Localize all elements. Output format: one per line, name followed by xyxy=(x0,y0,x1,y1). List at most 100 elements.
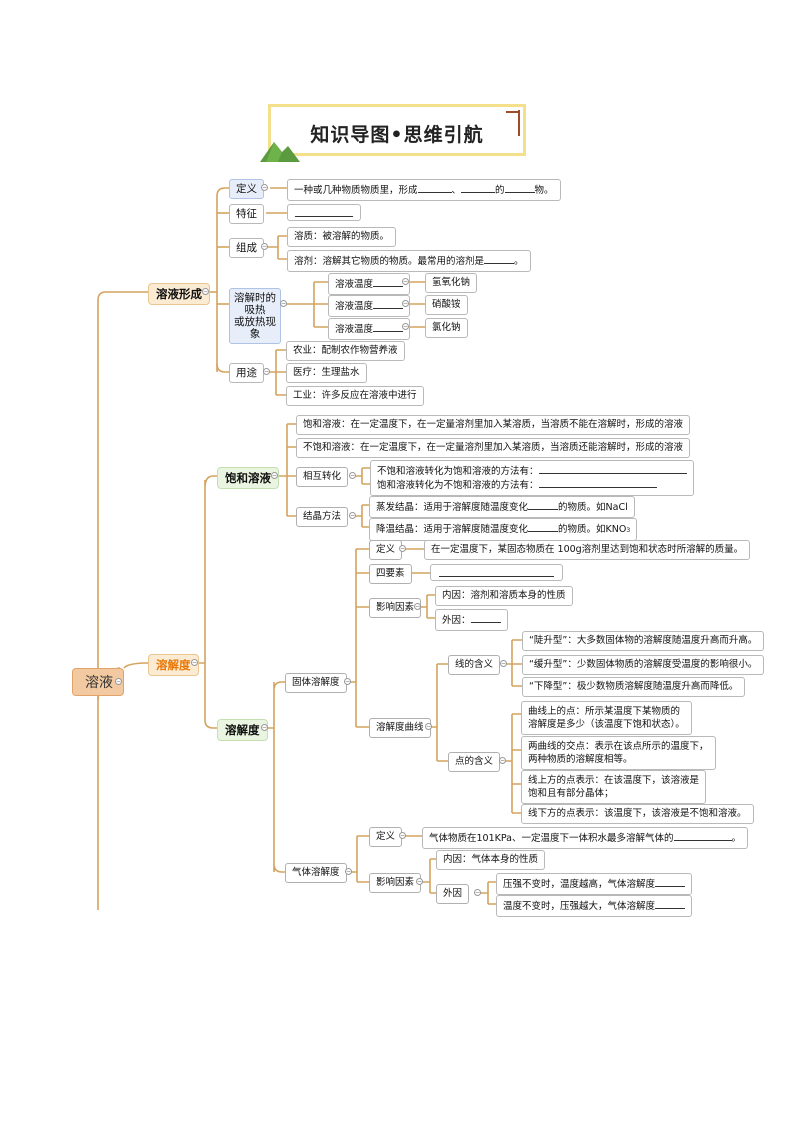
line-meaning-node[interactable]: 线的含义 xyxy=(448,655,501,675)
branch-solution-formation[interactable]: 溶液形成 xyxy=(148,283,210,305)
text: 溶剂：溶解其它物质的物质。最常用的溶剂是 xyxy=(294,256,485,267)
point-above-line: 线上方的点表示：在该温度下，该溶液是饱和且有部分晶体； xyxy=(521,770,707,804)
collapse-toggle[interactable]: − xyxy=(115,678,122,685)
solid-internal-factor: 内因：溶剂和溶质本身的性质 xyxy=(435,586,573,606)
text: 外因： xyxy=(442,615,471,626)
collapse-toggle[interactable]: − xyxy=(414,603,421,610)
node-label: 定义 xyxy=(376,544,396,555)
page-title: 知识导图•思维引航 xyxy=(310,124,484,146)
collapse-toggle[interactable]: − xyxy=(280,300,287,307)
gas-internal-factor: 内因：气体本身的性质 xyxy=(436,850,546,870)
node-label: 用途 xyxy=(236,367,257,379)
collapse-toggle[interactable]: − xyxy=(500,660,507,667)
composition-node[interactable]: 组成 xyxy=(229,238,264,258)
collapse-toggle[interactable]: − xyxy=(402,323,409,330)
four-elements-blank[interactable] xyxy=(430,564,563,581)
gas-solubility-node[interactable]: 气体溶解度 xyxy=(285,863,347,883)
four-elements-node[interactable]: 四要素 xyxy=(369,564,412,584)
branch-solubility-main[interactable]: 溶解度 xyxy=(148,654,199,676)
solid-def-node[interactable]: 定义 xyxy=(369,540,403,560)
solubility-curve-node[interactable]: 溶解度曲线 xyxy=(369,718,431,738)
node-label: 外因 xyxy=(443,888,463,899)
usage-industry: 工业：许多反应在溶液中进行 xyxy=(286,386,424,406)
node-label: 四要素 xyxy=(376,568,405,579)
evaporation-crystallization: 蒸发结晶：适用于溶解度随温度变化的物质。如NaCl xyxy=(369,496,635,518)
solvent-text: 溶剂：溶解其它物质的物质。最常用的溶剂是 。 xyxy=(287,250,531,272)
collapse-toggle[interactable]: − xyxy=(402,300,409,307)
heat-phenomenon-node[interactable]: 溶解时的吸热或放热现象 xyxy=(229,288,281,344)
collapse-toggle[interactable]: − xyxy=(271,472,278,479)
feature-node[interactable]: 特征 xyxy=(229,204,264,224)
temp-row-2: 溶液温度 xyxy=(328,295,411,317)
definition-node[interactable]: 定义 xyxy=(229,179,264,199)
text: 。 xyxy=(731,833,742,844)
text: 饱和溶液转化为不饱和溶液的方法有： xyxy=(377,480,539,491)
collapse-toggle[interactable]: − xyxy=(474,889,481,896)
branch-label: 饱和溶液 xyxy=(225,471,271,485)
cooling-crystallization: 降温结晶：适用于溶解度随温度变化的物质。如KNO3 xyxy=(369,518,638,541)
point-on-curve: 曲线上的点：所示某温度下某物质的溶解度是多少（该温度下饱和状态）。 xyxy=(521,701,692,735)
branch-label: 溶解度 xyxy=(225,723,260,737)
gas-factor-node[interactable]: 影响因素 xyxy=(369,873,422,893)
collapse-toggle[interactable]: − xyxy=(416,878,423,885)
temp-row-1: 溶液温度 xyxy=(328,273,411,295)
temp-row-3: 溶液温度 xyxy=(328,318,411,340)
text: 曲线上的点：所示某温度下某物质的 xyxy=(528,706,681,717)
collapse-toggle[interactable]: − xyxy=(399,545,406,552)
text: 气体物质在101KPa、一定温度下一体积水最多溶解气体的 xyxy=(429,833,674,844)
gas-temp-effect: 压强不变时，温度越高，气体溶解度 xyxy=(496,873,693,895)
collapse-toggle[interactable]: − xyxy=(499,757,506,764)
node-label: 点的含义 xyxy=(455,756,494,767)
collapse-toggle[interactable]: − xyxy=(261,243,268,250)
conversion-node[interactable]: 相互转化 xyxy=(296,467,349,487)
solute-text: 溶质：被溶解的物质。 xyxy=(287,227,397,247)
flag-icon xyxy=(506,110,520,136)
usage-node[interactable]: 用途 xyxy=(229,363,264,383)
collapse-toggle[interactable]: − xyxy=(261,184,268,191)
node-label: 结晶方法 xyxy=(303,511,342,522)
branch-solubility[interactable]: 溶解度 xyxy=(217,719,268,741)
collapse-toggle[interactable]: − xyxy=(345,868,352,875)
substance-naoh: 氢氧化钠 xyxy=(425,273,478,293)
intersection-point: 两曲线的交点：表示在该点所示的温度下，两种物质的溶解度相等。 xyxy=(521,736,716,770)
crystallization-node[interactable]: 结晶方法 xyxy=(296,507,349,527)
branch-saturated[interactable]: 饱和溶液 xyxy=(217,467,279,489)
collapse-toggle[interactable]: − xyxy=(263,368,270,375)
text: 的 xyxy=(495,185,505,196)
node-label: 定义 xyxy=(376,831,396,842)
decline-type: “下降型”：极少数物质溶解度随温度升高而降低。 xyxy=(522,677,746,697)
solid-factor-node[interactable]: 影响因素 xyxy=(369,598,422,618)
solid-external-factor: 外因： xyxy=(435,609,508,631)
text: 两曲线的交点：表示在该点所示的温度下， xyxy=(528,741,709,752)
collapse-toggle[interactable]: − xyxy=(349,472,356,479)
node-label: 或放热现象 xyxy=(234,316,276,340)
mountain-icon xyxy=(260,142,300,162)
collapse-toggle[interactable]: − xyxy=(261,724,268,731)
node-label: 特征 xyxy=(236,208,257,220)
collapse-toggle[interactable]: − xyxy=(402,278,409,285)
feature-blank[interactable] xyxy=(287,204,361,221)
substance-nacl: 氯化钠 xyxy=(425,318,468,338)
collapse-toggle[interactable]: − xyxy=(399,832,406,839)
subscript: 3 xyxy=(626,527,631,534)
gas-external-node[interactable]: 外因 xyxy=(436,884,470,904)
collapse-toggle[interactable]: − xyxy=(425,723,432,730)
solid-solubility-node[interactable]: 固体溶解度 xyxy=(285,673,347,693)
collapse-toggle[interactable]: − xyxy=(202,288,209,295)
branch-label: 溶液形成 xyxy=(156,287,202,301)
node-label: 组成 xyxy=(236,242,257,254)
node-label: 线的含义 xyxy=(455,659,494,670)
text: 物。 xyxy=(534,185,554,196)
text: 。 xyxy=(514,256,524,267)
collapse-toggle[interactable]: − xyxy=(344,678,351,685)
text: 一种或几种物质物质里，形成 xyxy=(294,185,418,196)
conversion-methods: 不饱和溶液转化为饱和溶液的方法有： 饱和溶液转化为不饱和溶液的方法有： xyxy=(370,460,694,496)
collapse-toggle[interactable]: − xyxy=(191,659,198,666)
collapse-toggle[interactable]: − xyxy=(349,512,356,519)
gas-def-node[interactable]: 定义 xyxy=(369,827,403,847)
text: 的物质。如KNO xyxy=(558,524,627,535)
point-meaning-node[interactable]: 点的含义 xyxy=(448,752,501,772)
text: 温度不变时，压强越大，气体溶解度 xyxy=(503,901,656,912)
point-below-line: 线下方的点表示：该温度下，该溶液是不饱和溶液。 xyxy=(521,804,754,824)
